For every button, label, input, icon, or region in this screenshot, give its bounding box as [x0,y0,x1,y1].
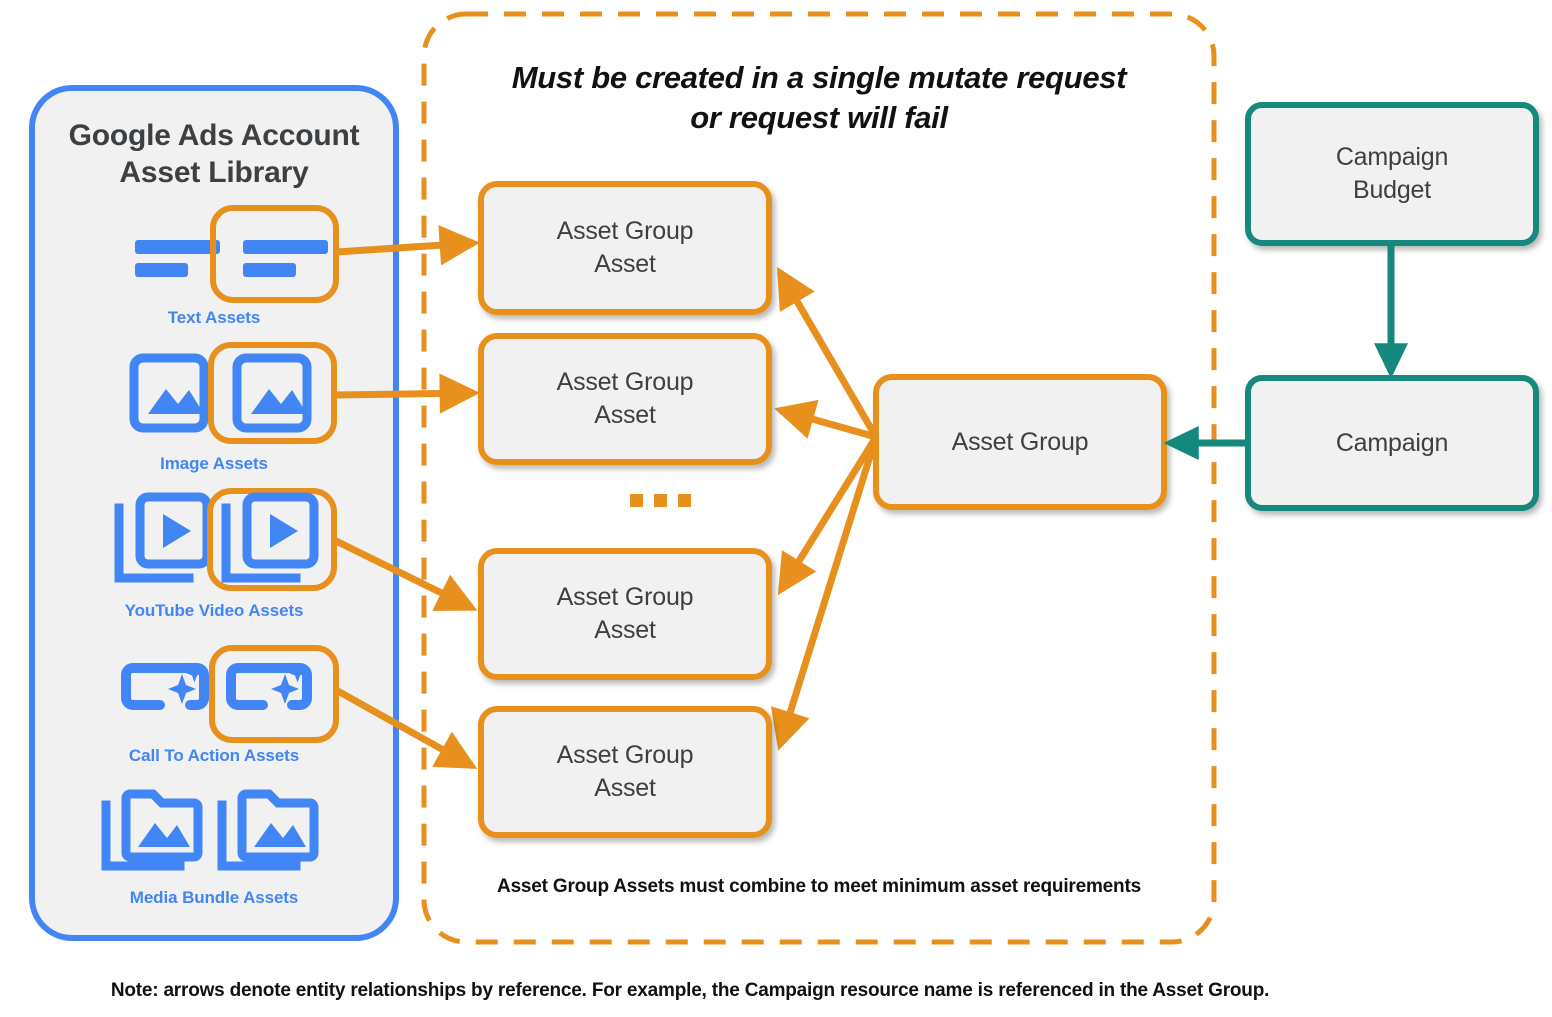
call-to-action-sparkle-icon-highlighted [226,663,312,710]
asset-group-asset-label-4-line1: Asset Group [556,741,694,769]
mutate-request-header-line2: or request will fail [690,100,948,136]
asset-library-title-line2: Asset Library [119,155,309,189]
text-lines-icon [135,240,220,277]
campaign-budget-node-label-line2: Budget [1352,176,1432,204]
asset-group-asset-label-4: Asset Group Asset [481,709,769,835]
text-lines-icon-highlighted [243,240,328,277]
asset-group-asset-box-1[interactable] [478,181,772,315]
connector-text-to-aga1 [335,225,480,266]
connector-youtube-to-aga3 [332,536,478,612]
connector-image-to-aga2 [333,373,480,414]
campaign-node-label-text: Campaign [1335,428,1449,457]
asset-library-title-line1: Google Ads Account [68,119,360,152]
ellipsis-icon [630,494,691,507]
asset-group-asset-label-3: Asset Group Asset [481,551,769,677]
mutate-request-header-line1: Must be created in a single mutate reque… [511,60,1127,95]
campaign-budget-node-label: Campaign Budget [1248,105,1536,243]
text-assets-highlight-box [210,205,339,303]
connector-assetgroup-to-aga4 [770,435,880,751]
asset-group-asset-label-1: Asset Group Asset [481,184,769,312]
asset-group-node-label: Asset Group [876,377,1164,507]
page-footnote: Note: arrows denote entity relationships… [110,980,1270,1001]
asset-library-title: Google Ads Account Asset Library [32,118,396,191]
call-to-action-sparkle-icon [121,663,209,710]
connector-cta-to-aga4 [334,686,478,770]
sidebar-item-cta-assets-label: Call To Action Assets [128,746,300,765]
asset-group-asset-box-2[interactable] [478,333,772,465]
asset-group-asset-label-2-line1: Asset Group [556,368,694,396]
sidebar-item-youtube-assets-label: YouTube Video Assets [124,601,304,620]
video-stack-icon-highlighted [221,492,319,583]
campaign-node-label: Campaign [1248,378,1536,508]
sidebar-item-media-bundle-assets-label: Media Bundle Assets [129,888,299,907]
asset-group-asset-label-3-line2: Asset [594,616,656,644]
asset-group-asset-label-3-line1: Asset Group [556,583,694,611]
folder-image-stack-icon-second [217,789,319,871]
campaign-budget-node-box[interactable] [1245,102,1539,246]
youtube-assets-highlight-box [207,488,337,591]
minimum-asset-requirements-note: Asset Group Assets must combine to meet … [497,876,1141,897]
asset-group-node-label-text: Asset Group [951,427,1089,456]
campaign-budget-node-label-line1: Campaign [1335,143,1449,171]
asset-group-asset-label-1-line1: Asset Group [556,217,694,245]
asset-group-asset-label-2: Asset Group Asset [481,336,769,462]
asset-group-asset-box-3[interactable] [478,548,772,680]
asset-group-asset-box-4[interactable] [478,706,772,838]
asset-group-asset-label-2-line2: Asset [594,401,656,429]
folder-image-stack-icon [101,789,203,871]
connector-assetgroup-to-aga2 [774,399,877,441]
connector-assetgroup-to-aga1 [776,266,880,439]
image-icon [129,353,209,433]
asset-group-asset-label-4-line2: Asset [594,774,656,802]
sidebar-item-text-assets-label: Text Assets [167,308,261,327]
asset-group-asset-label-1-line2: Asset [594,250,656,278]
image-icon-highlighted [232,353,312,433]
sidebar-item-image-assets-label: Image Assets [160,454,268,473]
connector-assetgroup-to-aga3 [777,435,879,596]
mutate-request-header: Must be created in a single mutate reque… [444,58,1194,139]
